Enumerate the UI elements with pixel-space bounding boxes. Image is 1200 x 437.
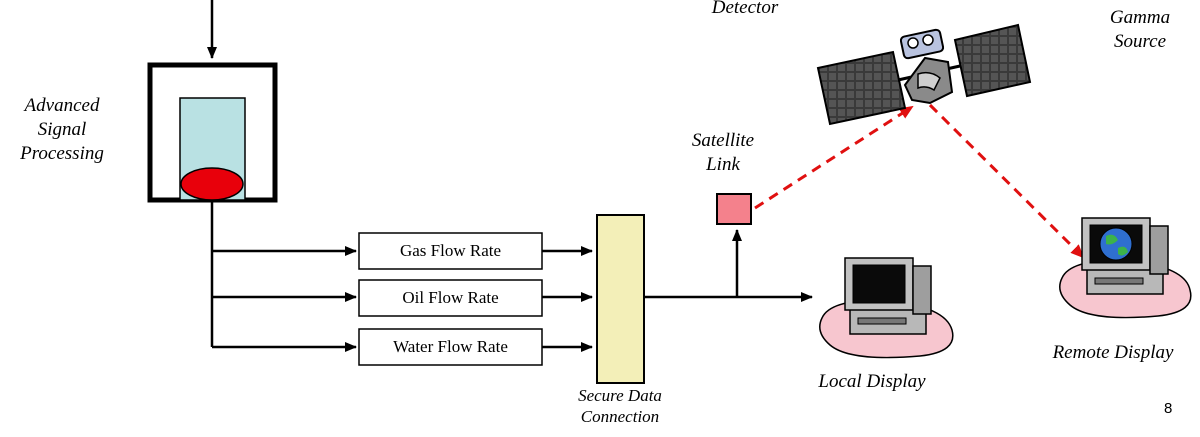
secure-line2: Connection <box>580 407 660 426</box>
satellite-link-label: Satellite Link <box>668 129 778 177</box>
gamma-source-label: Gamma Source <box>1095 6 1185 54</box>
local-computer-icon <box>819 257 954 359</box>
processing-line2: Signal <box>37 119 87 140</box>
secure-data-box <box>596 214 645 384</box>
secure-line1: Secure Data <box>578 386 662 405</box>
processing-line1: Advanced <box>24 95 100 116</box>
secure-data-label: Secure Data Connection <box>550 385 690 427</box>
uplink-dashed-arrow <box>754 105 914 210</box>
local-display-label: Local Display <box>818 371 926 392</box>
gamma-line2: Source <box>1113 31 1167 52</box>
processing-label: Advanced Signal Processing <box>0 94 124 166</box>
gas-flow-label: Gas Flow Rate <box>399 241 502 260</box>
gas-flow-box <box>358 232 543 270</box>
water-flow-label: Water Flow Rate <box>393 337 508 356</box>
detector-housing <box>147 62 278 203</box>
detector-blob <box>180 167 244 201</box>
satellite-icon <box>816 23 1032 126</box>
satellite-link-box <box>716 193 752 225</box>
satellite-line2: Link <box>706 154 740 175</box>
downlink-dashed-arrow <box>928 103 1085 259</box>
remote-display-label: Remote Display <box>1052 342 1174 363</box>
oil-flow-label: Oil Flow Rate <box>402 288 499 307</box>
remote-computer-icon <box>1059 217 1192 319</box>
detector-label: Detector <box>711 0 779 18</box>
page-number: 8 <box>1164 400 1173 417</box>
water-flow-box <box>358 328 543 366</box>
processing-line3: Processing <box>20 143 104 164</box>
gamma-line1: Gamma <box>1109 7 1171 28</box>
satellite-line1: Satellite <box>691 130 755 151</box>
